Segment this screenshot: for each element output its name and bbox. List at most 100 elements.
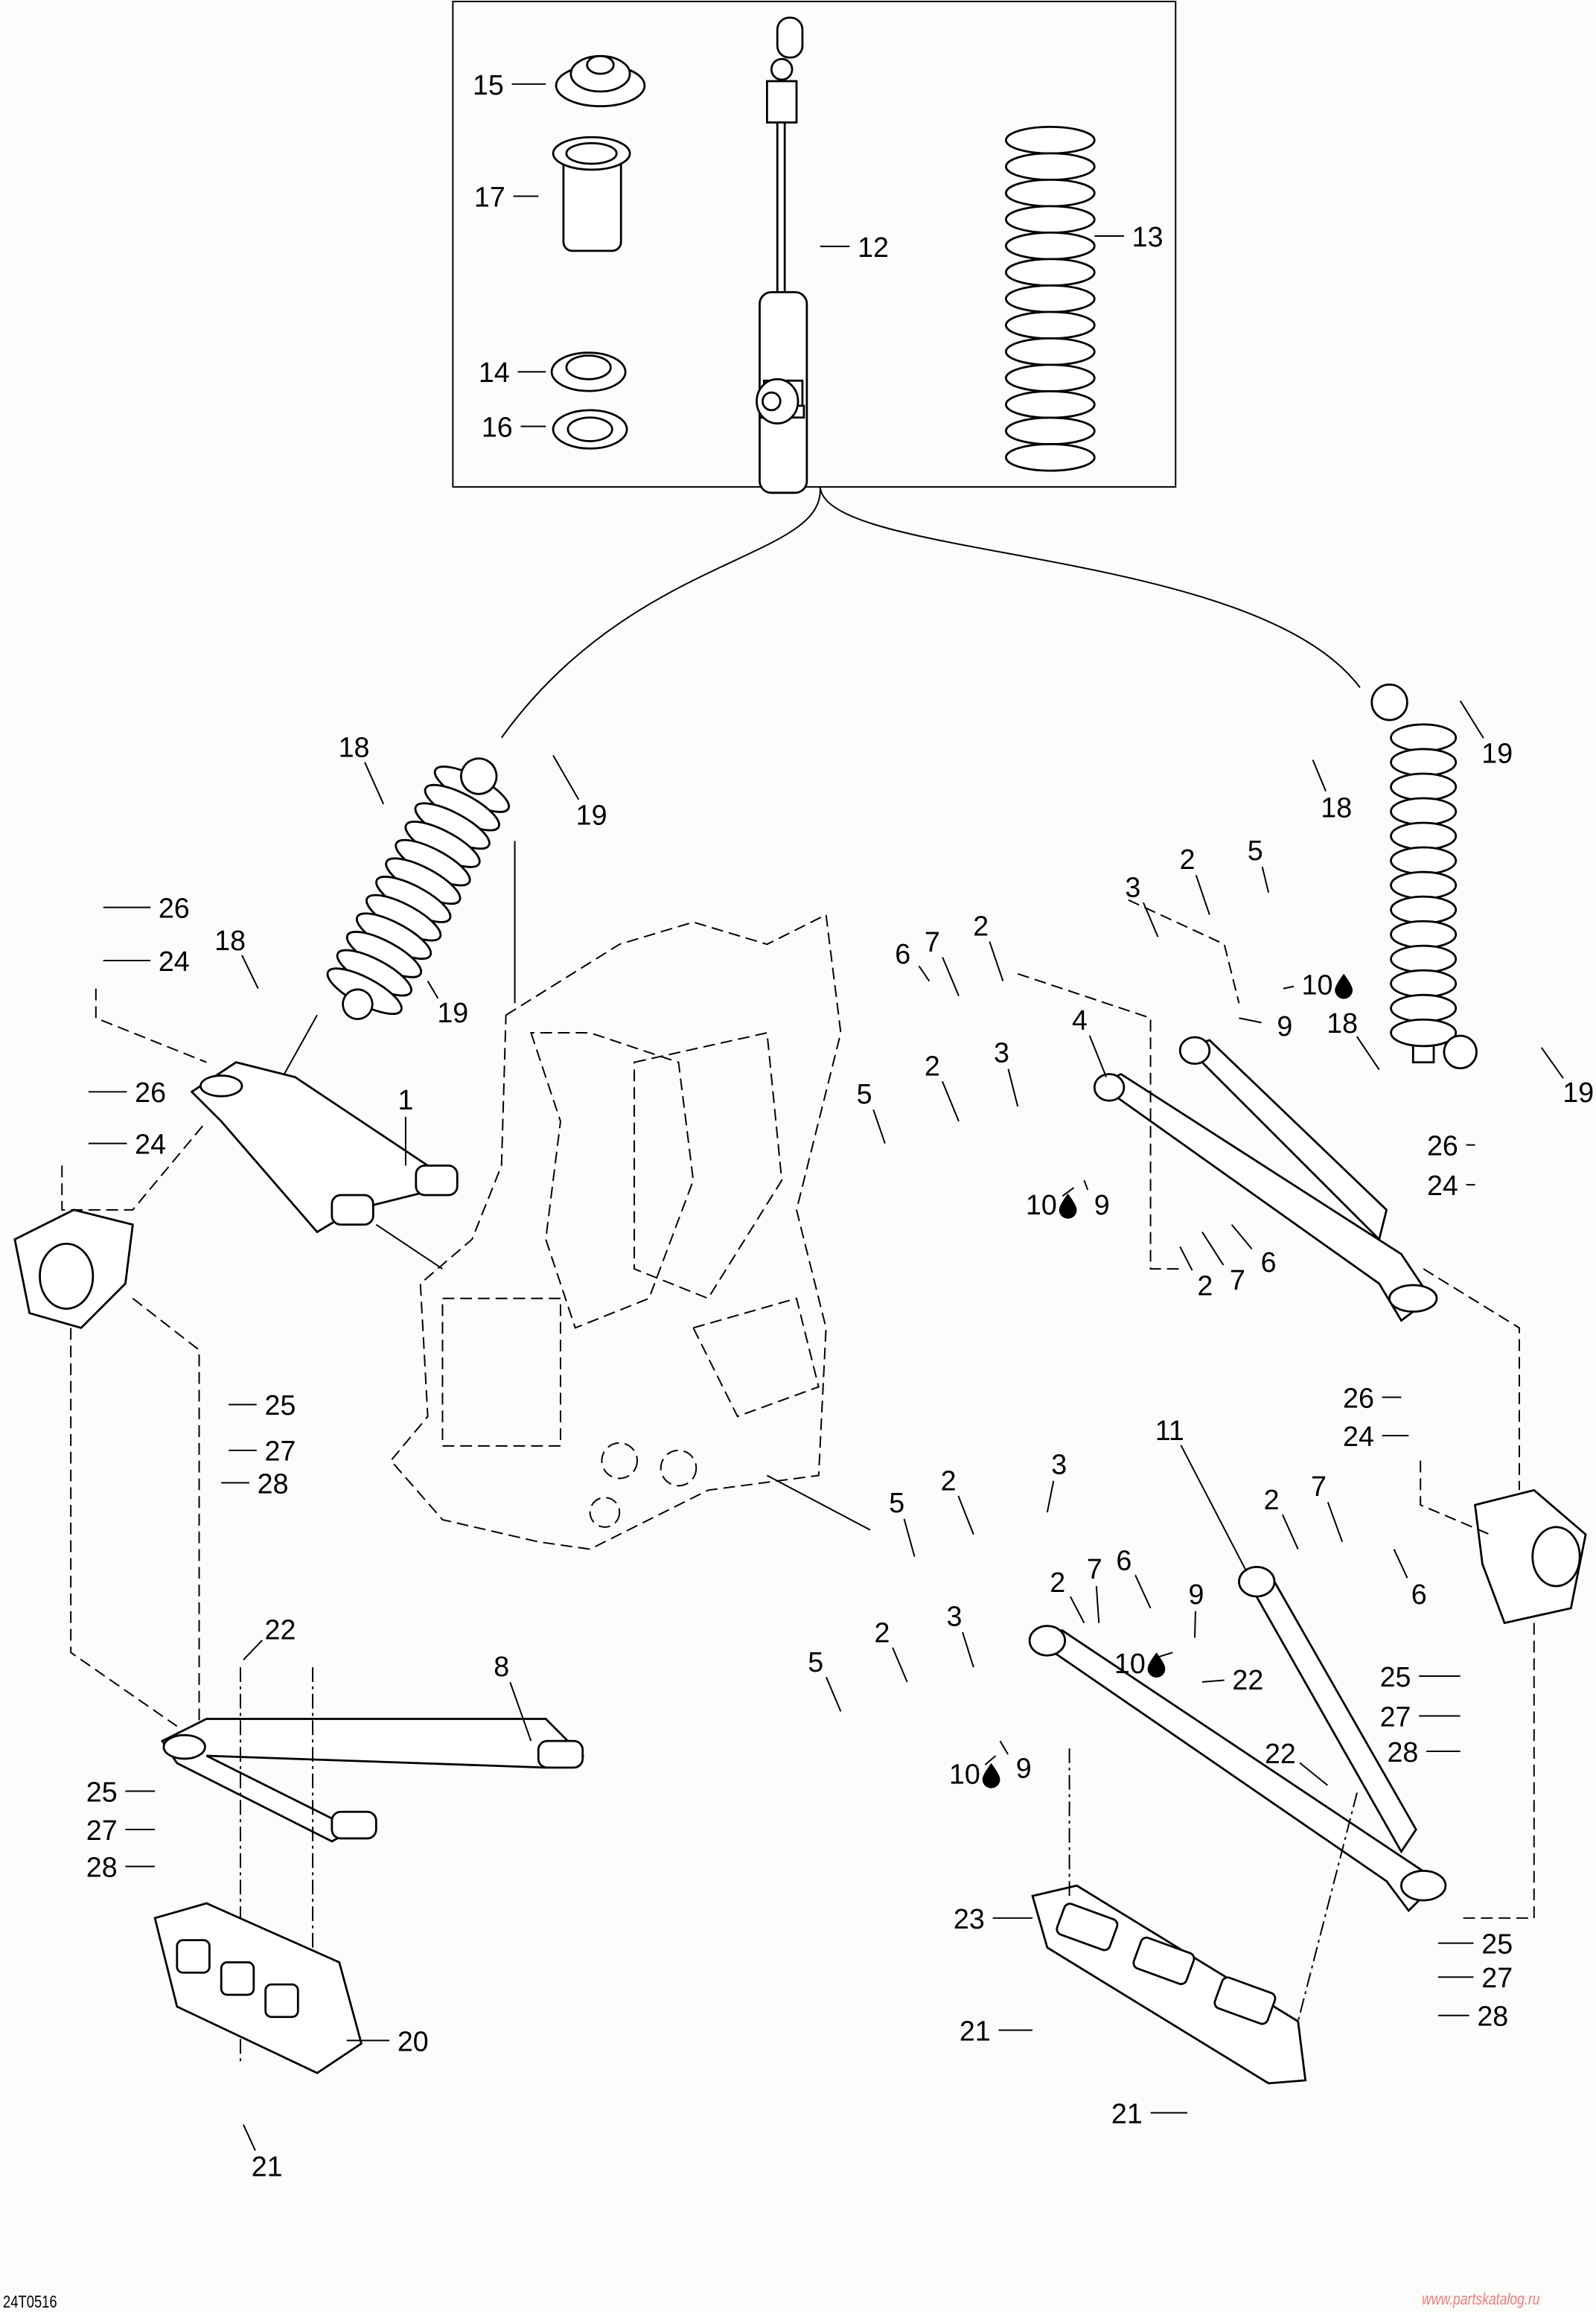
callout-number: 10 xyxy=(1114,1648,1146,1679)
callout-2: 2 xyxy=(941,1465,974,1535)
leader-line xyxy=(989,941,1004,982)
callout-number: 18 xyxy=(1327,1007,1358,1039)
leader-line xyxy=(1201,1232,1225,1266)
callout-25: 25 xyxy=(1437,1928,1513,1959)
callout-number: 3 xyxy=(1051,1449,1067,1480)
callout-20: 20 xyxy=(346,2025,429,2057)
callout-number: 26 xyxy=(159,892,190,923)
callout-3: 3 xyxy=(994,1037,1019,1107)
callout-number: 2 xyxy=(973,910,989,941)
callout-6: 6 xyxy=(1393,1549,1427,1610)
leader-line xyxy=(826,1677,842,1712)
callout-number: 2 xyxy=(1264,1484,1280,1515)
leader-line xyxy=(1299,1762,1328,1786)
oil-drop-icon xyxy=(1059,1194,1077,1219)
callout-9: 9 xyxy=(999,1740,1032,1784)
callout-number: 23 xyxy=(954,1903,985,1934)
callout-number: 21 xyxy=(960,2015,991,2046)
leader-line xyxy=(1283,985,1295,990)
lower-a-arm-right xyxy=(1028,1565,1447,1913)
callout-number: 2 xyxy=(925,1051,940,1082)
callout-16: 16 xyxy=(482,412,546,443)
watermark-link[interactable]: www.partskatalog.ru xyxy=(1422,2290,1540,2308)
callout-number: 10 xyxy=(949,1759,980,1790)
callout-number: 3 xyxy=(947,1601,963,1632)
callout-2: 2 xyxy=(925,1051,960,1122)
callout-number: 10 xyxy=(1026,1189,1057,1220)
callout-number: 1 xyxy=(398,1084,413,1115)
callout-27: 27 xyxy=(229,1436,296,1467)
callout-24: 24 xyxy=(1343,1421,1409,1452)
callout-number: 24 xyxy=(159,946,190,977)
callout-26: 26 xyxy=(1343,1382,1402,1413)
callout-7: 7 xyxy=(1201,1232,1245,1296)
callout-27: 27 xyxy=(86,1815,156,1846)
leader-line xyxy=(903,1518,916,1557)
callout-3: 3 xyxy=(947,1601,974,1668)
callout-28: 28 xyxy=(1437,2001,1508,2032)
callout-5: 5 xyxy=(808,1646,842,1712)
callout-number: 12 xyxy=(858,232,889,263)
callout-number: 19 xyxy=(1563,1077,1594,1108)
callout-14: 14 xyxy=(479,357,546,388)
callout-number: 28 xyxy=(1387,1736,1418,1768)
callout-2: 2 xyxy=(1179,1246,1213,1302)
callout-number: 28 xyxy=(86,1851,118,1882)
leader-line xyxy=(872,1109,886,1144)
callout-22: 22 xyxy=(1201,1664,1263,1695)
callout-19: 19 xyxy=(1459,700,1513,768)
callout-number: 14 xyxy=(479,357,510,388)
callout-number: 15 xyxy=(473,69,504,101)
callout-25: 25 xyxy=(86,1776,156,1807)
leader-line xyxy=(1540,1047,1564,1079)
callout-9: 9 xyxy=(1189,1579,1204,1638)
callout-number: 2 xyxy=(1197,1270,1213,1302)
callout-number: 2 xyxy=(874,1617,890,1648)
callout-number: 25 xyxy=(86,1776,118,1807)
callout-number: 26 xyxy=(1343,1382,1374,1413)
callout-number: 28 xyxy=(258,1468,289,1499)
callout-number: 5 xyxy=(889,1487,904,1518)
callout-number: 27 xyxy=(1481,1962,1513,1993)
callout-number: 19 xyxy=(1481,737,1513,768)
callout-number: 24 xyxy=(1427,1170,1458,1201)
coil-spring-13 xyxy=(1005,126,1096,472)
callout-number: 5 xyxy=(808,1646,823,1678)
callout-number: 26 xyxy=(135,1077,166,1108)
callout-number: 26 xyxy=(1427,1130,1458,1162)
callout-number: 6 xyxy=(895,938,910,969)
callout-number: 25 xyxy=(1481,1928,1513,1959)
callout-number: 22 xyxy=(265,1614,296,1645)
callout-5: 5 xyxy=(889,1487,916,1557)
callout-number: 25 xyxy=(1380,1661,1411,1692)
leader-line xyxy=(1281,1514,1299,1550)
leader-line xyxy=(1134,1574,1152,1609)
callout-number: 9 xyxy=(1016,1753,1032,1784)
callout-28: 28 xyxy=(221,1468,289,1499)
callout-number: 5 xyxy=(857,1078,872,1109)
callout-number: 24 xyxy=(1343,1421,1374,1452)
leader-line xyxy=(1194,1611,1196,1638)
washer-16 xyxy=(552,409,628,450)
sleeve-17 xyxy=(552,136,631,252)
callout-2: 2 xyxy=(1264,1484,1299,1550)
leader-line xyxy=(1143,902,1159,937)
steering-knuckle-left xyxy=(13,1208,134,1329)
callout-2: 2 xyxy=(1180,844,1210,915)
callout-number: 4 xyxy=(1072,1004,1088,1036)
leader-line xyxy=(1327,1501,1344,1542)
leader-line xyxy=(1095,1585,1100,1623)
leader-line xyxy=(1179,1246,1193,1271)
callout-number: 6 xyxy=(1411,1579,1427,1610)
callout-number: 17 xyxy=(474,181,505,212)
leader-line xyxy=(892,1647,908,1683)
callout-5: 5 xyxy=(1248,835,1270,894)
callout-10: 10 xyxy=(1114,1648,1173,1679)
leader-line xyxy=(241,955,259,990)
leader-line xyxy=(1195,875,1210,915)
callout-21: 21 xyxy=(960,2015,1033,2046)
leader-line xyxy=(962,1631,974,1668)
callout-number: 18 xyxy=(214,925,246,956)
skid-plate-20 xyxy=(153,1902,363,2074)
leader-line xyxy=(1007,1069,1019,1107)
